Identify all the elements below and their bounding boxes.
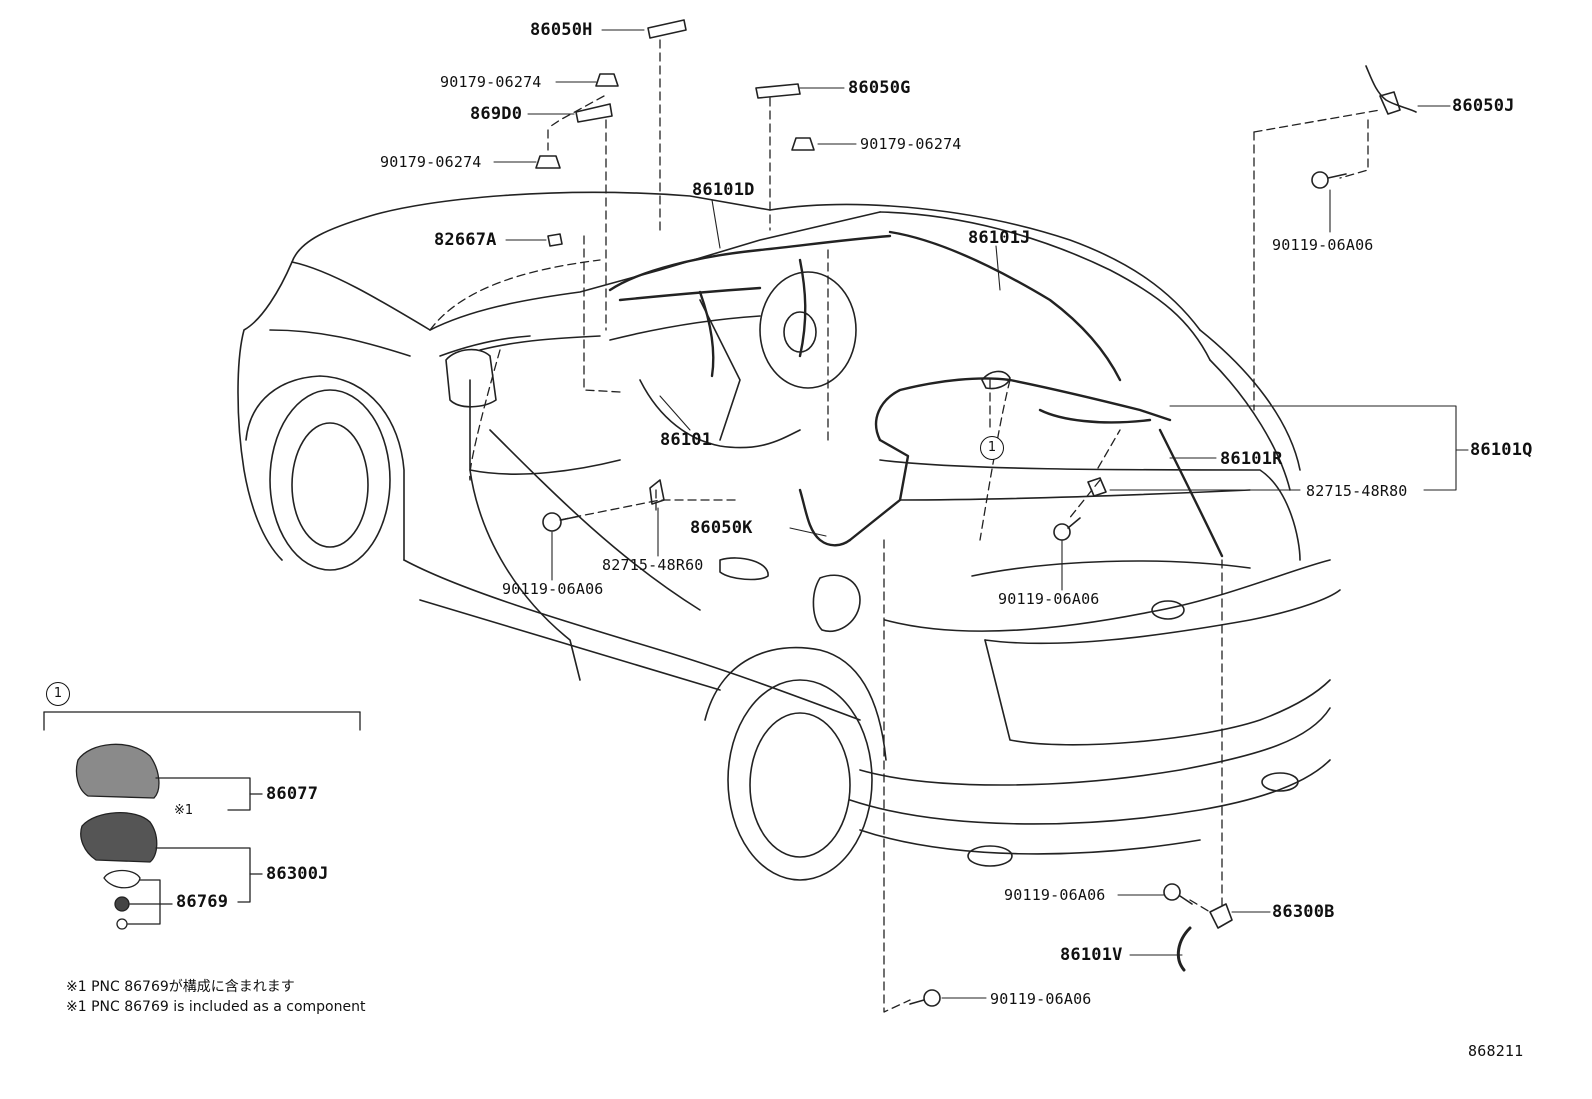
label-90119-06A06-a: 90119-06A06 [1272,236,1374,254]
label-90179-06274-c: 90179-06274 [860,135,962,153]
label-82715-48R60: 82715-48R60 [602,556,704,574]
label-86101Q: 86101Q [1470,440,1533,460]
label-86050J: 86050J [1452,96,1515,116]
label-leaders [493,29,1469,999]
label-90119-06A06-b: 90119-06A06 [502,580,604,598]
label-86101D: 86101D [692,180,755,200]
label-86077: 86077 [266,784,319,804]
note-english: ※1 PNC 86769 is included as a component [66,999,366,1015]
callout-marker-detail: 1 [46,682,70,706]
label-90179-06274-b: 90179-06274 [380,153,482,171]
callout-marker-on-car: 1 [980,436,1004,460]
note-japanese: ※1 PNC 86769が構成に含まれます [66,979,295,995]
label-90119-06A06-c: 90119-06A06 [998,590,1100,608]
label-86050K: 86050K [690,518,753,538]
label-86101: 86101 [660,430,713,450]
label-90119-06A06-d: 90119-06A06 [1004,886,1106,904]
label-86101J: 86101J [968,228,1031,248]
label-86769: 86769 [176,892,229,912]
dashed-leaders [429,39,1381,1013]
label-86050H: 86050H [530,20,593,40]
small-parts [535,19,1417,1007]
bolt-b [542,512,581,532]
callout-detail [43,711,361,930]
bolt-a [1311,171,1347,189]
label-82667A: 82667A [434,230,497,250]
label-82715-48R80: 82715-48R80 [1306,482,1408,500]
car-body-outline [237,191,1341,881]
label-86300J: 86300J [266,864,329,884]
label-86300B: 86300B [1272,902,1335,922]
label-86101V: 86101V [1060,945,1123,965]
star-ref-marker: ※1 [174,803,194,818]
label-86050G: 86050G [848,78,911,98]
bolt-d [1163,883,1193,905]
label-90179-06274-a: 90179-06274 [440,73,542,91]
label-90119-06A06-e: 90119-06A06 [990,990,1092,1008]
wire-harness [608,230,1224,558]
label-86101R: 86101R [1220,449,1283,469]
label-869D0: 869D0 [470,104,523,124]
bolt-e [909,989,941,1007]
bolt-c [1053,517,1081,541]
figure-id: 868211 [1468,1042,1524,1060]
